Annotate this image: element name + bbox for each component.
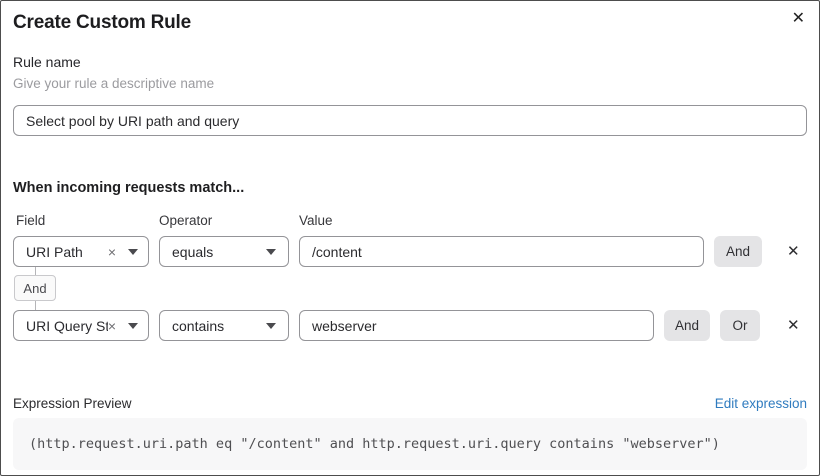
rule-name-label: Rule name: [13, 54, 81, 70]
and-connector-badge: And: [14, 275, 56, 301]
and-button-row-2[interactable]: And: [664, 310, 710, 341]
and-button-row-1[interactable]: And: [714, 236, 762, 267]
rule-name-helper: Give your rule a descriptive name: [13, 76, 215, 91]
field-column-label: Field: [16, 213, 46, 228]
operator-select-1[interactable]: equals: [159, 236, 289, 267]
field-select-1-value: URI Path: [26, 243, 83, 260]
dialog-title: Create Custom Rule: [13, 12, 191, 33]
chevron-down-icon: [128, 322, 138, 329]
edit-expression-link[interactable]: Edit expression: [714, 396, 807, 411]
rule-name-input[interactable]: [13, 105, 807, 136]
delete-row-1-icon[interactable]: ✕: [787, 243, 800, 260]
value-input-2[interactable]: [299, 310, 654, 341]
or-button-row-2[interactable]: Or: [720, 310, 760, 341]
field-select-2[interactable]: URI Query St... ×: [13, 310, 149, 341]
condition-column-labels: Field Operator Value: [13, 213, 807, 228]
match-heading: When incoming requests match...: [13, 180, 245, 196]
chevron-down-icon: [128, 248, 138, 255]
operator-column-label: Operator: [159, 213, 213, 228]
connector-line: [35, 301, 36, 310]
field-select-1[interactable]: URI Path ×: [13, 236, 149, 267]
and-connector: And: [13, 267, 807, 310]
operator-select-1-value: equals: [172, 243, 214, 260]
connector-line: [35, 267, 36, 275]
clear-icon[interactable]: ×: [107, 317, 116, 334]
condition-row-2: URI Query St... × contains And Or ✕: [13, 310, 807, 341]
expression-header: Expression Preview Edit expression: [13, 396, 807, 411]
dialog-header: Create Custom Rule ✕: [13, 10, 807, 35]
clear-icon[interactable]: ×: [107, 243, 116, 260]
expression-preview-label: Expression Preview: [13, 396, 132, 411]
expression-code-block: (http.request.uri.path eq "/content" and…: [13, 418, 807, 470]
operator-select-2-value: contains: [172, 317, 225, 334]
condition-row-1: URI Path × equals And ✕: [13, 236, 807, 267]
chevron-down-icon: [266, 322, 276, 329]
delete-row-2-icon[interactable]: ✕: [787, 317, 800, 334]
field-select-2-value: URI Query St...: [26, 317, 108, 334]
operator-select-2[interactable]: contains: [159, 310, 289, 341]
value-column-label: Value: [299, 213, 333, 228]
close-icon[interactable]: ✕: [791, 10, 805, 27]
chevron-down-icon: [266, 248, 276, 255]
value-input-1[interactable]: [299, 236, 704, 267]
